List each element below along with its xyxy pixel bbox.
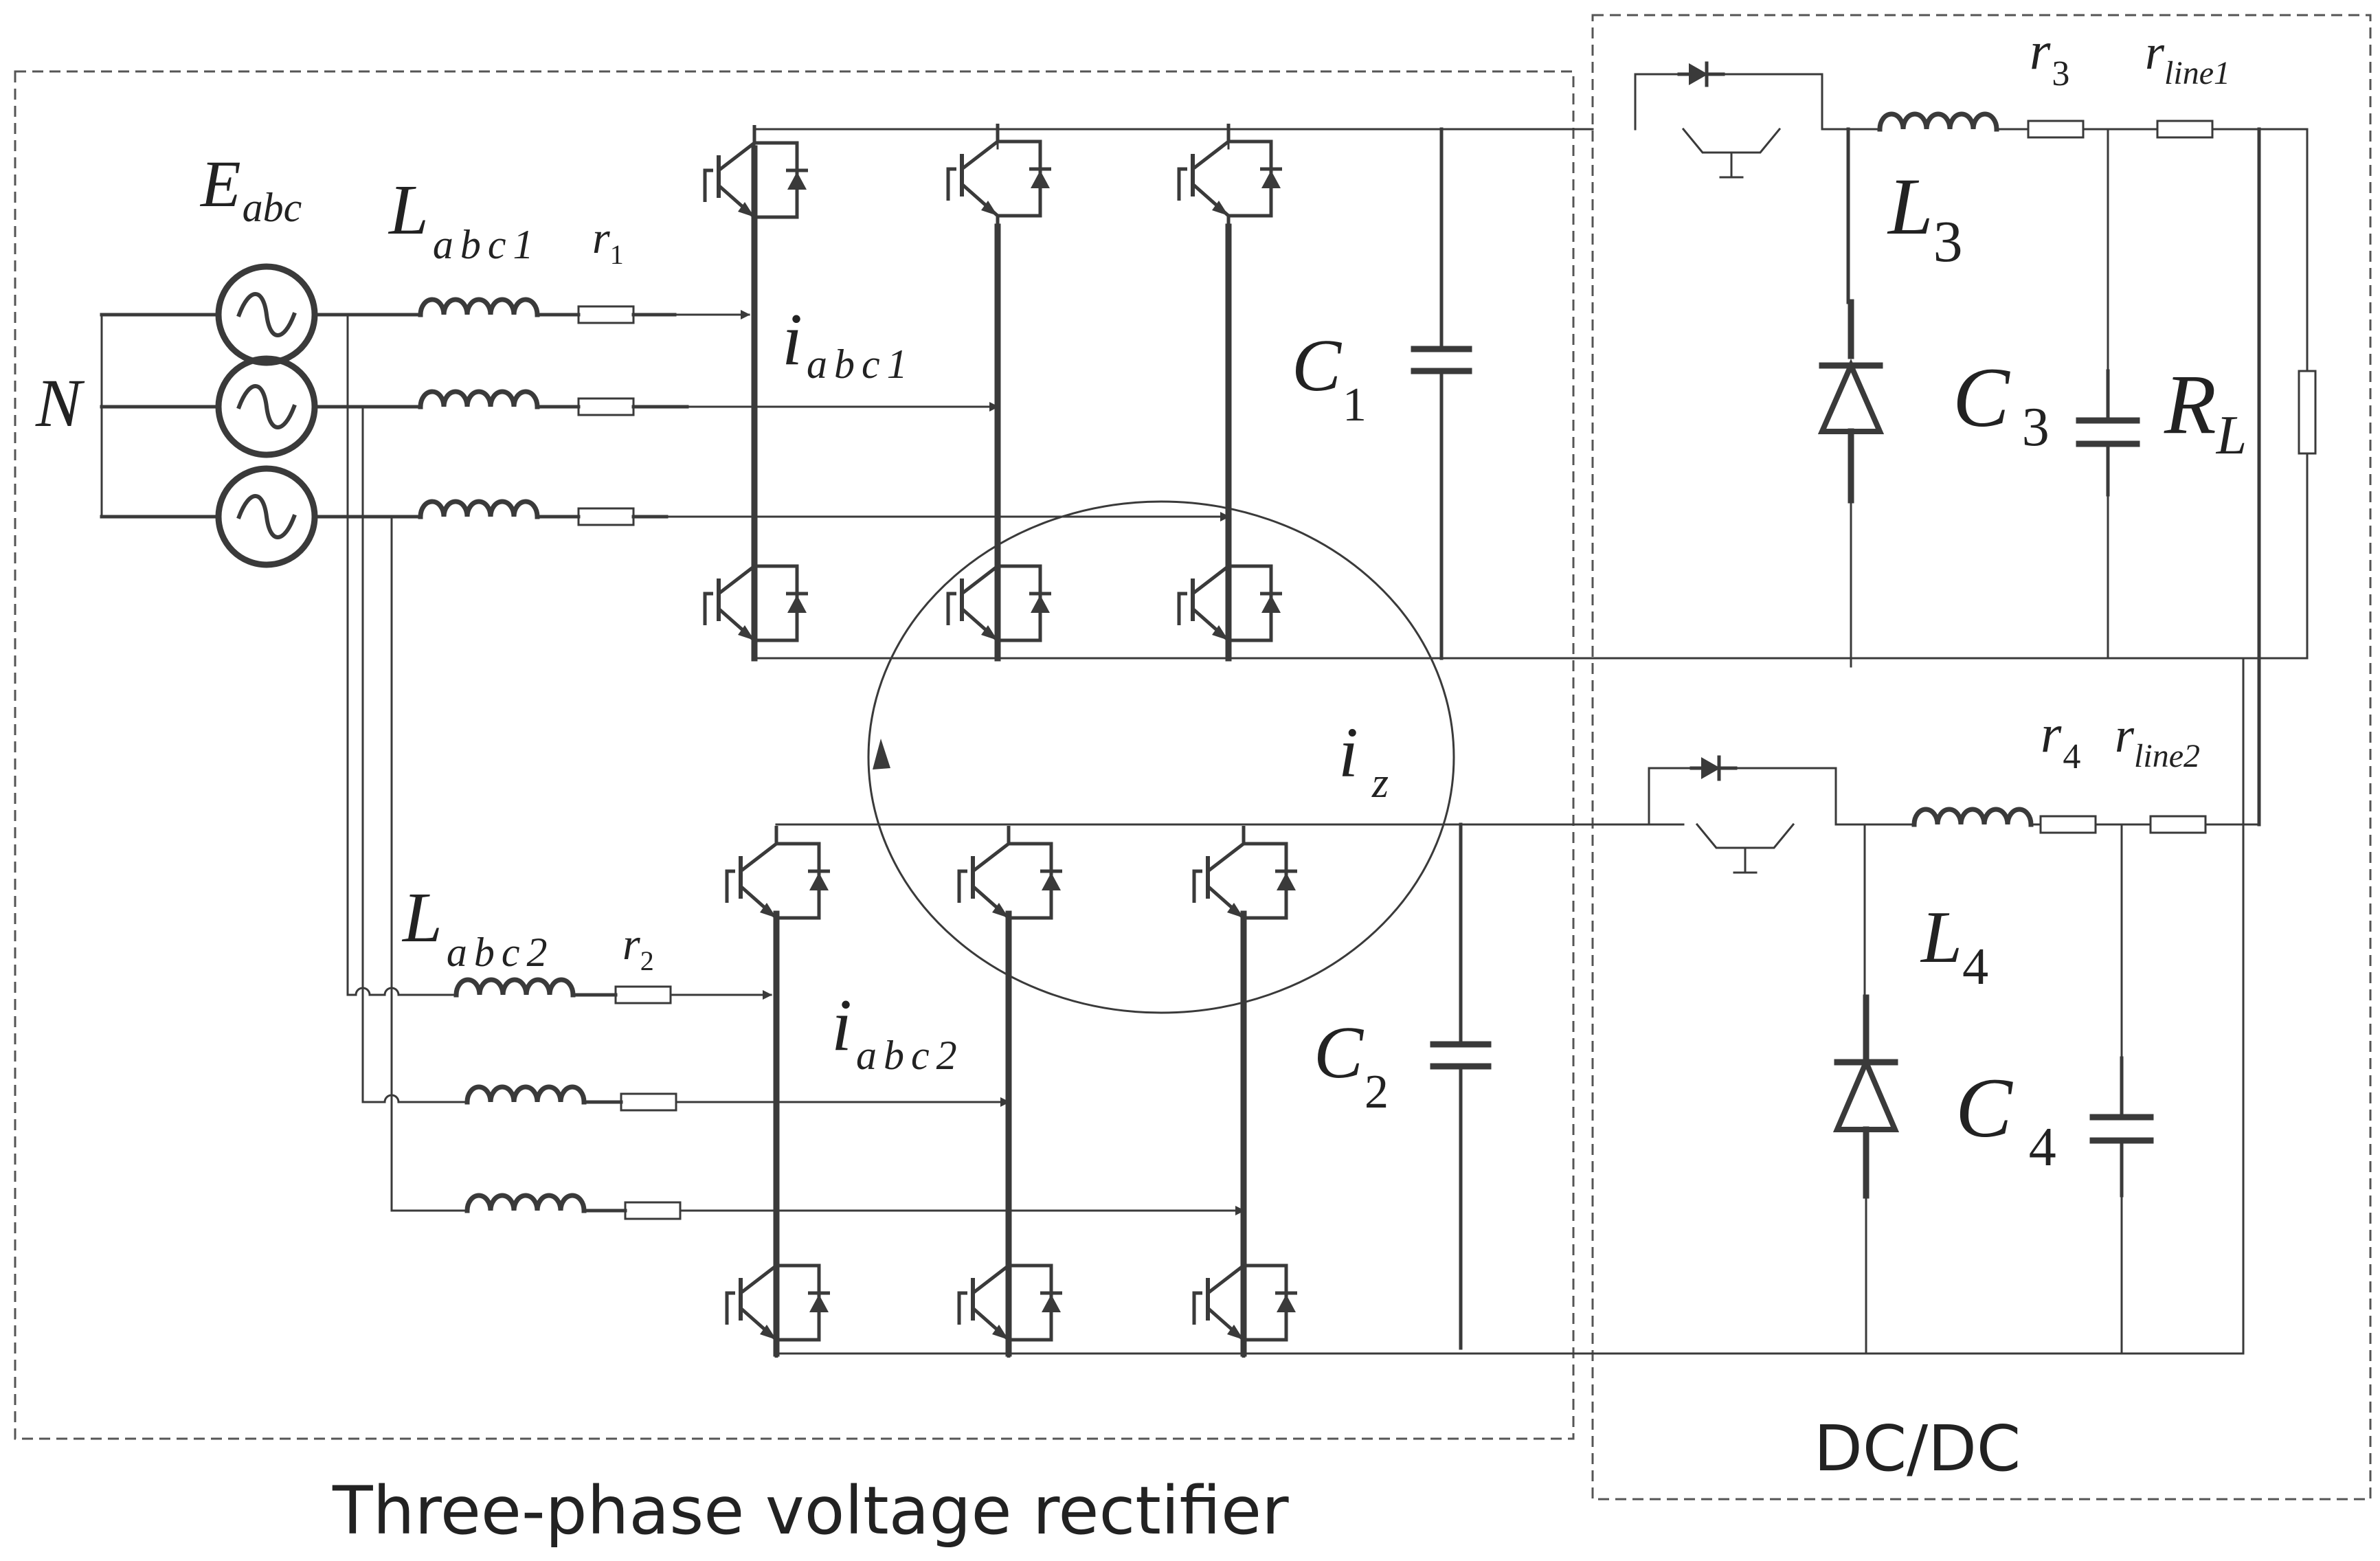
dcdc-caption: DC/DC [1814,1412,2021,1485]
igbt-switch-icon [957,1248,1062,1358]
resistor-icon [2156,120,2214,139]
inductor-icon [464,1193,587,1213]
igbt-switch-icon [1192,826,1297,936]
resistor-icon [577,397,635,416]
inductor-icon [418,389,540,409]
capacitor-c2-label: C2 [1314,1012,1389,1119]
inductor-icon [1877,111,1999,132]
resistor-icon [2298,370,2317,455]
ac-source-icon-b [215,355,318,458]
inductor-icon [464,1084,587,1105]
igbt-switch-icon [957,826,1062,936]
resistor-icon [2027,120,2085,139]
resistor-icon [2039,815,2097,834]
igbt-switch-icon [946,548,1051,658]
inductor-icon [453,977,576,998]
igbt-switch-icon [1192,1248,1297,1358]
neutral-label: N [35,365,85,441]
rectifier-caption: Three-phase voltage rectifier [332,1472,1289,1549]
igbt-switch-icon [703,548,808,658]
resistor-icon [577,305,635,324]
load-resistor-label: RL [2164,357,2247,466]
resistor-r1-label: r1 [592,213,624,270]
circulating-arrow-icon [873,739,890,770]
inductor-icon [1911,807,2034,827]
rectifier-block-border [14,70,1575,1440]
resistor-r4-label: r4 [2041,704,2080,776]
ac-source-icon-a [215,263,318,366]
circulating-current-loop [867,500,1455,1014]
dcdc-bottom [1648,755,2260,1355]
resistor-icon [2149,815,2207,834]
dcdc-block-border [1591,14,2372,1501]
resistor-icon [624,1201,682,1220]
igbt-switch-icon [725,1248,830,1358]
capacitor-c2 [1430,822,1492,1350]
top-input-lines [418,297,1230,526]
inductor-l3-label: L3 [1887,161,1963,274]
bottom-input-lines [346,977,1245,1220]
bottom-bridge [773,823,2245,1357]
resistor-r3-label: r3 [2030,21,2069,93]
source-label: Eabc [199,147,302,230]
resistor-rline1-label: rline1 [2145,25,2230,91]
inductor-icon [418,297,540,317]
resistor-icon [614,985,672,1004]
dcdc-top [1634,61,2317,1355]
diode-icon [1817,299,1885,504]
igbt-switch-icon [1177,548,1282,658]
igbt-switch-icon [725,826,830,936]
resistor-r2-label: r2 [622,919,654,976]
inductor-l4-label: L4 [1920,897,1988,996]
resistor-icon [620,1092,677,1112]
source-group [100,263,421,1212]
capacitor-c1 [1411,127,1472,660]
ac-source-icon-c [215,465,318,568]
capacitor-c1-label: C1 [1292,325,1367,431]
igbt-switch-icon [703,125,808,235]
inductor-icon [418,499,540,519]
igbt-switches [703,124,1297,1358]
diode-icon [1832,994,1900,1199]
resistor-icon [577,507,635,526]
resistor-rline2-label: rline2 [2115,708,2200,774]
igbt-switch-icon [1177,124,1282,234]
igbt-switch-icon [946,124,1051,234]
